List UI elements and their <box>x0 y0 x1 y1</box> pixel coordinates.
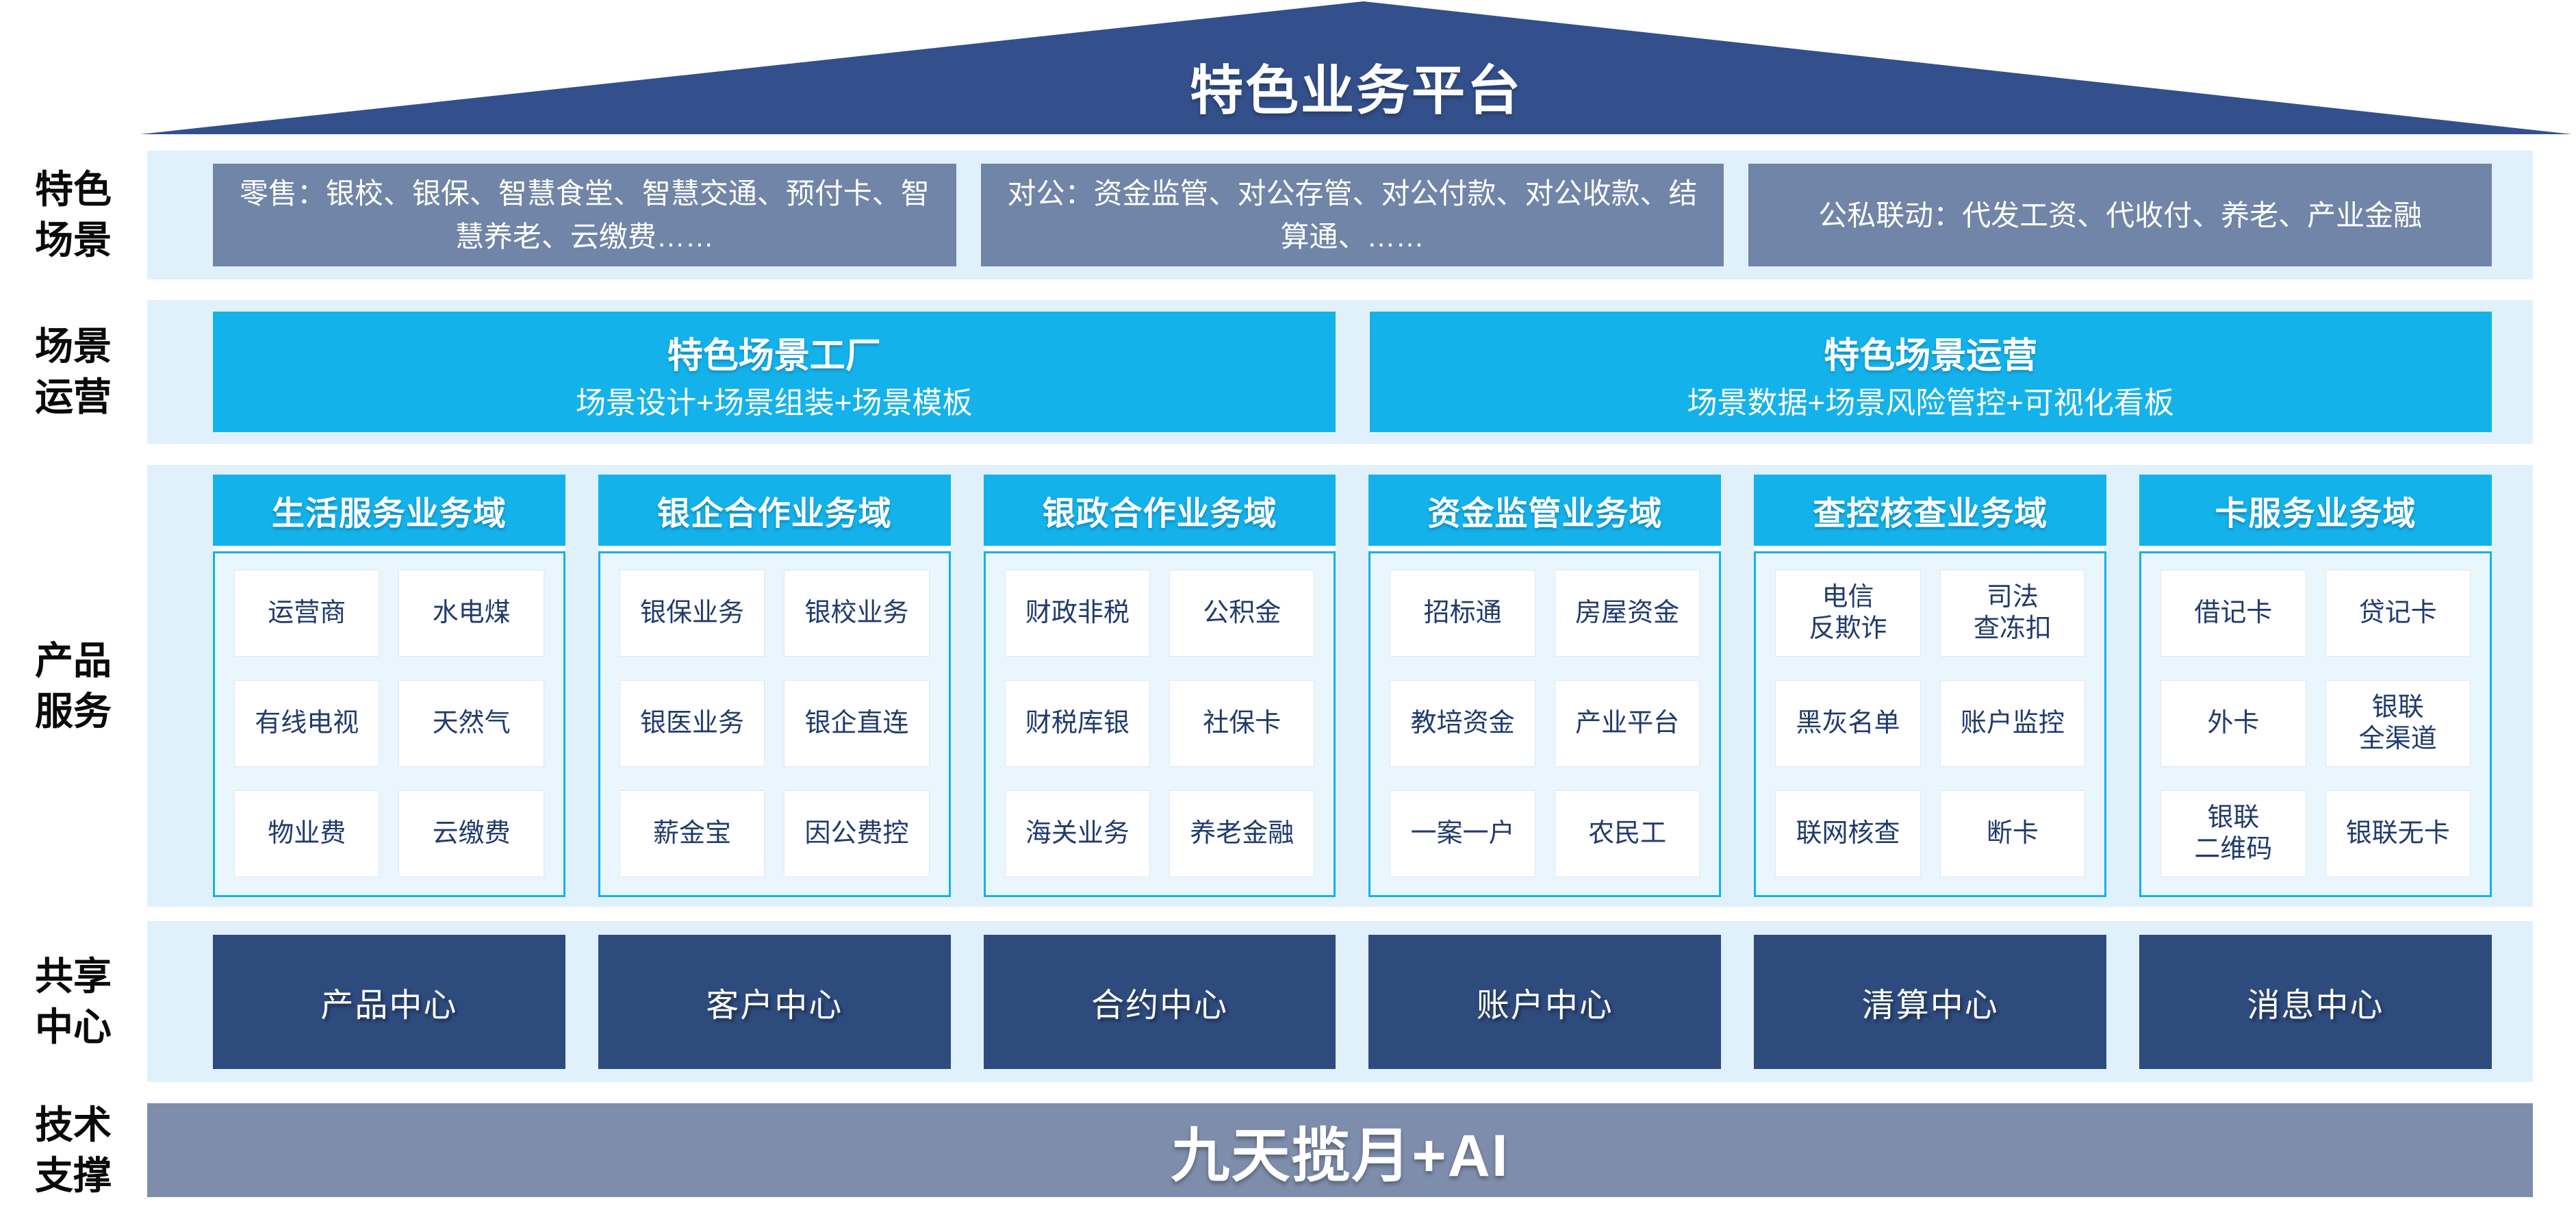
row-label-products: 产品 服务 <box>35 638 112 733</box>
product-cell: 产业平台 <box>1554 680 1700 767</box>
domain-body: 电信 反欺诈 司法 查冻扣 黑灰名单 账户监控 联网核查 断卡 <box>1754 551 2107 897</box>
domain-column-life-service: 生活服务业务域 运营商 水电煤 有线电视 天然气 物业费 云缴费 <box>213 475 565 897</box>
product-cell: 薪金宝 <box>619 790 765 877</box>
product-cell: 银保业务 <box>619 570 765 657</box>
center-clearing: 清算中心 <box>1754 934 2107 1069</box>
center-message: 消息中心 <box>2139 934 2492 1069</box>
operation-band: 特色场景工厂 场景设计+场景组装+场景模板 特色场景运营 场景数据+场景风险管控… <box>147 300 2533 444</box>
product-cell: 银联无卡 <box>2325 790 2471 877</box>
domain-body: 招标通 房屋资金 教培资金 产业平台 一案一户 农民工 <box>1368 551 1722 897</box>
center-account: 账户中心 <box>1368 934 1722 1069</box>
domain-body: 运营商 水电煤 有线电视 天然气 物业费 云缴费 <box>213 551 565 897</box>
product-cell: 社保卡 <box>1169 680 1315 767</box>
scene-factory-title: 特色场景工厂 <box>667 336 881 376</box>
domain-body: 财政非税 公积金 财税库银 社保卡 海关业务 养老金融 <box>983 551 1336 897</box>
center-product: 产品中心 <box>213 934 565 1069</box>
domain-header: 查控核查业务域 <box>1754 475 2107 546</box>
product-cell: 运营商 <box>234 570 380 657</box>
domain-body: 银保业务 银校业务 银医业务 银企直连 薪金宝 因公费控 <box>598 551 951 897</box>
domain-column-bank-government: 银政合作业务域 财政非税 公积金 财税库银 社保卡 海关业务 养老金融 <box>983 475 1336 897</box>
scene-operation-title: 特色场景运营 <box>1824 336 2038 376</box>
header-separator <box>213 546 565 551</box>
product-cell: 物业费 <box>234 790 380 877</box>
product-cell: 外卡 <box>2160 680 2306 767</box>
header-separator <box>598 546 951 551</box>
product-cell: 水电煤 <box>398 570 544 657</box>
products-band: 生活服务业务域 运营商 水电煤 有线电视 天然气 物业费 云缴费 银企合作业务域… <box>147 465 2533 907</box>
row-label-scenes: 特色 场景 <box>35 168 112 262</box>
product-cell: 贷记卡 <box>2325 570 2471 657</box>
domain-column-inquiry-control: 查控核查业务域 电信 反欺诈 司法 查冻扣 黑灰名单 账户监控 联网核查 断卡 <box>1754 475 2107 897</box>
product-cell: 有线电视 <box>234 680 380 767</box>
scene-operation-subtitle: 场景数据+场景风险管控+可视化看板 <box>1687 386 2174 420</box>
product-cell: 一案一户 <box>1390 790 1535 877</box>
product-cell: 电信 反欺诈 <box>1775 570 1921 657</box>
shared-centers-band: 产品中心 客户中心 合约中心 账户中心 清算中心 消息中心 <box>147 921 2533 1082</box>
domain-header: 生活服务业务域 <box>213 475 565 546</box>
center-customer: 客户中心 <box>598 934 951 1069</box>
row-label-tech: 技术 支撑 <box>35 1103 112 1197</box>
product-cell: 因公费控 <box>784 790 930 877</box>
product-cell: 银联 全渠道 <box>2325 680 2471 767</box>
tech-support-bar: 九天揽月+AI <box>147 1103 2533 1197</box>
product-cell: 农民工 <box>1554 790 1700 877</box>
product-cell: 养老金融 <box>1169 790 1315 877</box>
product-cell: 银校业务 <box>784 570 930 657</box>
roof-shape: 特色业务平台 <box>140 1 2572 134</box>
domain-column-card-service: 卡服务业务域 借记卡 贷记卡 外卡 银联 全渠道 银联 二维码 银联无卡 <box>2139 475 2492 897</box>
domain-body: 借记卡 贷记卡 外卡 银联 全渠道 银联 二维码 银联无卡 <box>2139 551 2492 897</box>
product-cell: 财政非税 <box>1004 570 1151 657</box>
domain-column-bank-enterprise: 银企合作业务域 银保业务 银校业务 银医业务 银企直连 薪金宝 因公费控 <box>598 475 951 897</box>
product-cell: 公积金 <box>1169 570 1315 657</box>
product-cell: 黑灰名单 <box>1775 680 1921 767</box>
scene-box-corporate: 对公：资金监管、对公存管、对公付款、对公收款、结算通、…… <box>980 164 1724 266</box>
product-cell: 教培资金 <box>1390 680 1535 767</box>
product-cell: 房屋资金 <box>1554 570 1700 657</box>
product-cell: 海关业务 <box>1004 790 1151 877</box>
scene-factory-subtitle: 场景设计+场景组装+场景模板 <box>576 386 973 420</box>
platform-title: 特色业务平台 <box>1189 60 1522 121</box>
row-label-shared: 共享 中心 <box>35 954 112 1048</box>
row-label-operation: 场景 运营 <box>35 325 112 418</box>
product-cell: 招标通 <box>1390 570 1535 657</box>
domain-header: 资金监管业务域 <box>1368 475 1722 546</box>
product-cell: 借记卡 <box>2160 570 2306 657</box>
domain-header: 银企合作业务域 <box>598 475 951 546</box>
product-cell: 断卡 <box>1939 790 2086 877</box>
product-cell: 司法 查冻扣 <box>1939 570 2086 657</box>
scene-operation-box: 特色场景运营 场景数据+场景风险管控+可视化看板 <box>1369 312 2492 432</box>
product-cell: 天然气 <box>398 680 544 767</box>
product-cell: 账户监控 <box>1939 680 2086 767</box>
scene-factory-box: 特色场景工厂 场景设计+场景组装+场景模板 <box>213 312 1336 432</box>
scene-box-retail: 零售：银校、银保、智慧食堂、智慧交通、预付卡、智慧养老、云缴费…… <box>213 164 956 266</box>
product-cell: 云缴费 <box>398 790 544 877</box>
scenes-band: 零售：银校、银保、智慧食堂、智慧交通、预付卡、智慧养老、云缴费…… 对公：资金监… <box>147 151 2533 279</box>
header-separator <box>1368 546 1722 551</box>
domain-header: 银政合作业务域 <box>983 475 1336 546</box>
domain-column-fund-supervision: 资金监管业务域 招标通 房屋资金 教培资金 产业平台 一案一户 农民工 <box>1368 475 1722 897</box>
header-separator <box>1754 546 2107 551</box>
product-cell: 银企直连 <box>784 680 930 767</box>
product-cell: 银联 二维码 <box>2160 790 2306 877</box>
product-cell: 财税库银 <box>1004 680 1151 767</box>
header-separator <box>2139 546 2492 551</box>
header-separator <box>983 546 1336 551</box>
product-cell: 联网核查 <box>1775 790 1921 877</box>
scene-box-public-private: 公私联动：代发工资、代收付、养老、产业金融 <box>1748 164 2492 266</box>
product-cell: 银医业务 <box>619 680 765 767</box>
center-contract: 合约中心 <box>983 934 1336 1069</box>
domain-header: 卡服务业务域 <box>2139 475 2492 546</box>
